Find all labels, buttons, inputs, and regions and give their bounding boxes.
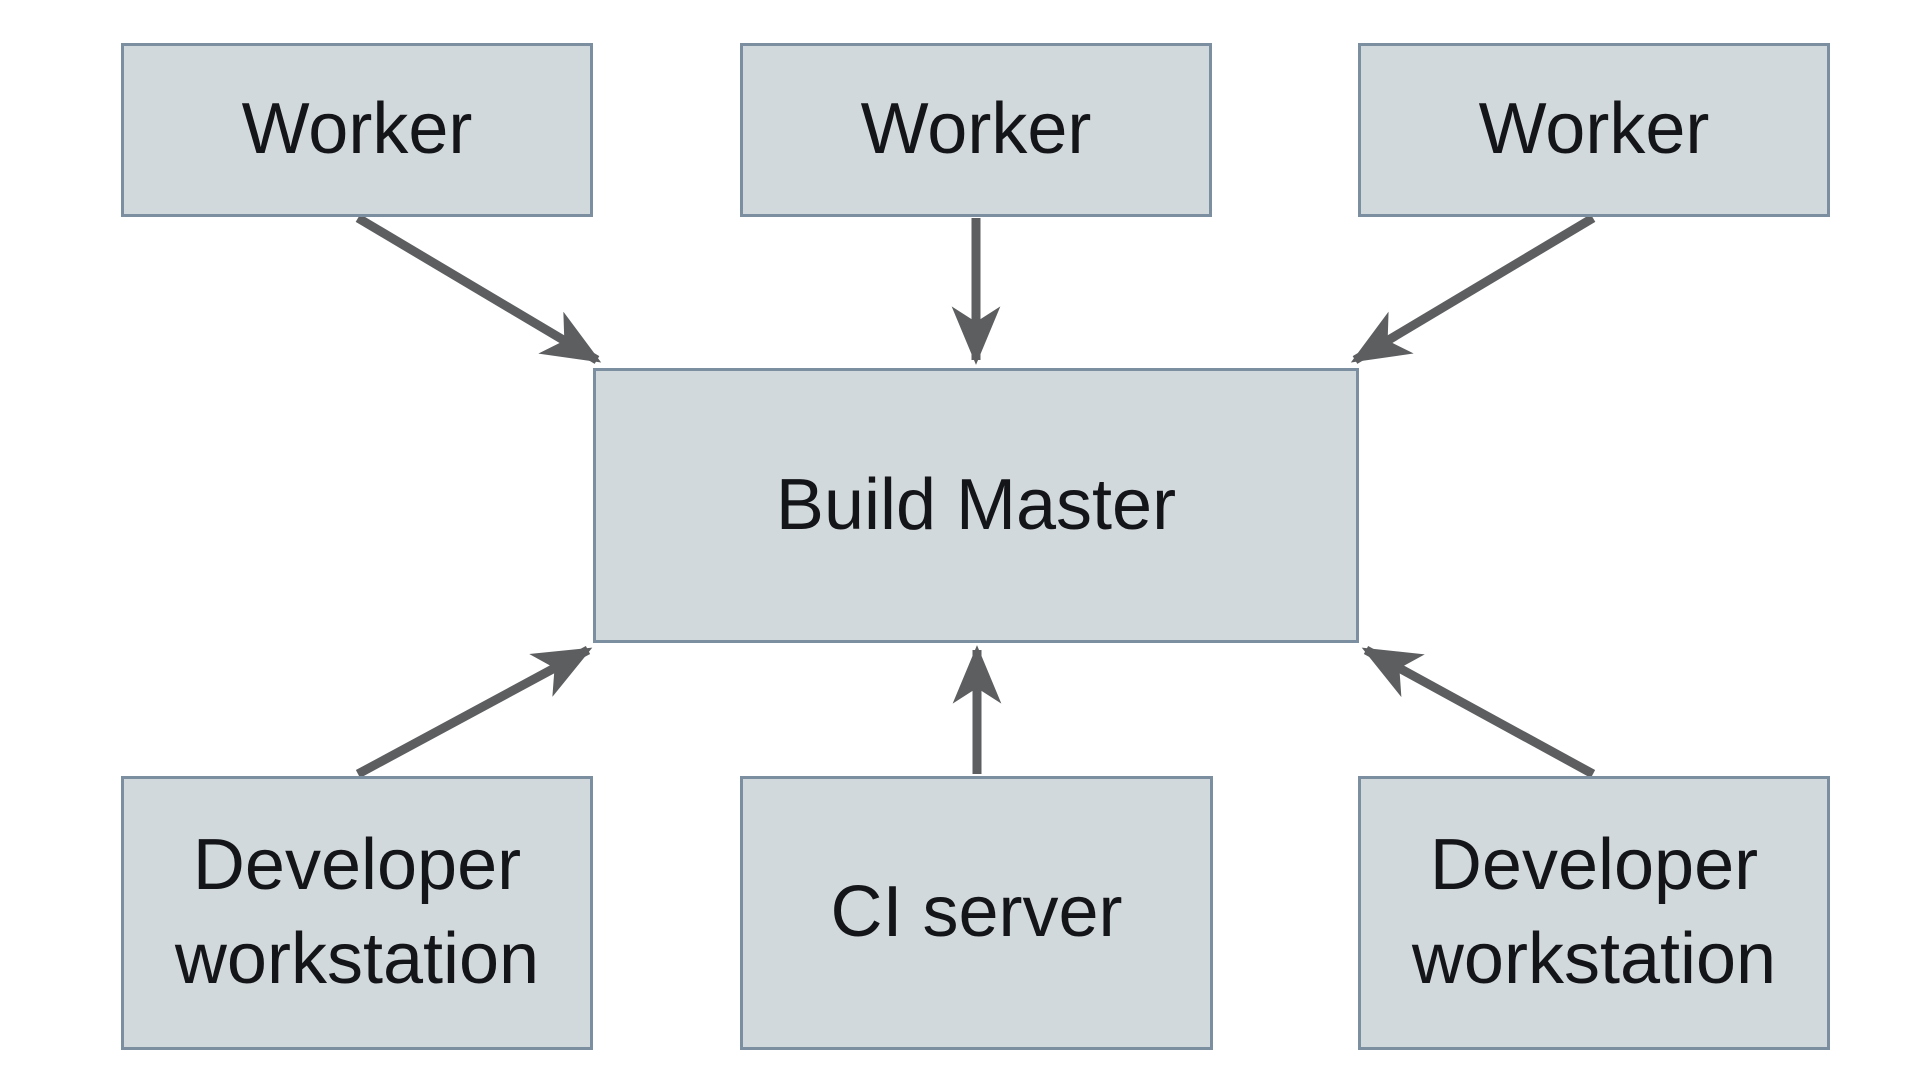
node-worker-2-label: Worker [860,89,1092,170]
node-worker-1-label: Worker [241,89,473,170]
arrow-dev1-to-buildmaster [355,646,593,778]
node-worker-3: Worker [1358,43,1830,217]
node-ci-server-label: CI server [830,872,1123,953]
node-ci-server: CI server [740,776,1213,1050]
node-worker-3-label: Worker [1478,89,1710,170]
arrow-worker1-to-buildmaster [355,214,602,364]
arrow-dev2-to-buildmaster [1361,646,1596,778]
node-developer-workstation-1: Developer workstation [121,776,593,1050]
node-developer-workstation-1-label: Developer workstation [174,825,540,999]
node-developer-workstation-2-label: Developer workstation [1411,825,1777,999]
node-developer-workstation-2: Developer workstation [1358,776,1830,1050]
node-worker-2: Worker [740,43,1212,217]
node-worker-1: Worker [121,43,593,217]
arrow-worker3-to-buildmaster [1350,214,1596,364]
node-build-master-label: Build Master [775,464,1177,545]
node-build-master: Build Master [593,368,1359,643]
